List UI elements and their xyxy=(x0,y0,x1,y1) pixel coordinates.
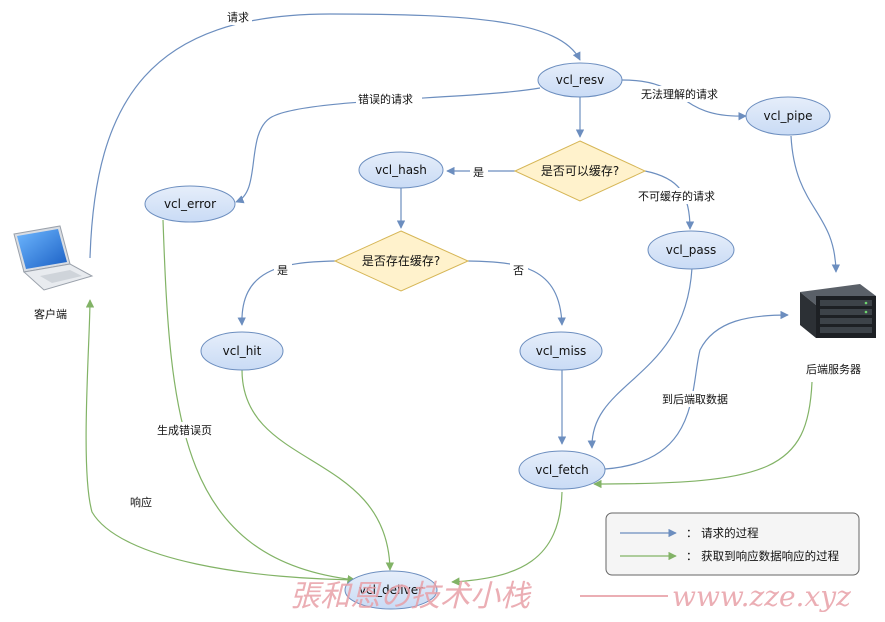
node-vcl-resv[interactable]: vcl_resv xyxy=(537,62,623,98)
edge-deliver-to-client xyxy=(85,299,371,581)
client[interactable]: 客户端 xyxy=(13,225,94,321)
edge-pass-to-fetch xyxy=(587,267,693,449)
edge-labels: 请求 错误的请求 无法理解的请求 是 不可缓存的请求 是 否 生成错误页 响应 … xyxy=(128,9,740,510)
laptop-icon xyxy=(13,225,94,291)
edge-pipe-to-server xyxy=(790,135,841,273)
client-label: 客户端 xyxy=(34,307,67,321)
label-not-cacheable: 不可缓存的请求 xyxy=(638,189,715,203)
node-vcl-hash-label: vcl_hash xyxy=(375,163,427,177)
decision-cacheable[interactable]: 是否可以缓存? xyxy=(513,140,647,202)
node-vcl-pass[interactable]: vcl_pass xyxy=(647,230,735,270)
edge-fetch-to-server xyxy=(604,310,789,470)
edge-incache-to-hit xyxy=(237,260,336,326)
node-vcl-hit-label: vcl_hit xyxy=(223,344,262,358)
legend-request-text: ： 请求的过程 xyxy=(686,526,759,540)
label-request: 请求 xyxy=(227,11,249,24)
server[interactable]: 后端服务器 xyxy=(800,284,876,376)
edge-error-to-deliver xyxy=(162,219,356,584)
edge-fetch-to-deliver xyxy=(451,491,563,586)
server-icon xyxy=(800,284,876,338)
label-cannot-understand: 无法理解的请求 xyxy=(641,87,718,101)
edge-incache-to-miss xyxy=(467,260,566,326)
node-vcl-error[interactable]: vcl_error xyxy=(144,185,236,223)
node-vcl-miss[interactable]: vcl_miss xyxy=(519,331,603,371)
node-vcl-hash[interactable]: vcl_hash xyxy=(358,151,444,189)
watermark: 張和恩の技术小栈 www.zze.xyz xyxy=(290,579,851,614)
edge-server-to-fetch xyxy=(593,381,813,489)
edge-resv-to-error xyxy=(235,87,541,204)
process-nodes: vcl_resv vcl_pipe vcl_hash vcl_error vcl… xyxy=(144,62,831,610)
response-edges xyxy=(85,219,813,586)
watermark-right: www.zze.xyz xyxy=(672,580,851,613)
watermark-left: 張和恩の技术小栈 xyxy=(290,579,532,614)
label-respond: 响应 xyxy=(130,495,152,509)
label-fetch-backend: 到后端取数据 xyxy=(662,392,728,406)
legend-response-text: ： 获取到响应数据响应的过程 xyxy=(686,549,840,563)
decision-nodes: 是否可以缓存? 是否存在缓存? xyxy=(333,140,647,292)
decision-in-cache[interactable]: 是否存在缓存? xyxy=(333,230,470,292)
decision-cacheable-label: 是否可以缓存? xyxy=(541,164,619,178)
node-vcl-deliver[interactable]: vcl_deliver xyxy=(344,570,438,610)
label-yes-cached: 是 xyxy=(277,264,288,277)
label-no-cached: 否 xyxy=(513,264,524,277)
node-vcl-resv-label: vcl_resv xyxy=(556,73,604,87)
node-vcl-error-label: vcl_error xyxy=(164,197,216,211)
node-vcl-pipe-label: vcl_pipe xyxy=(764,109,813,123)
legend: ： 请求的过程 ： 获取到响应数据响应的过程 xyxy=(605,512,860,576)
decision-in-cache-label: 是否存在缓存? xyxy=(362,254,440,268)
server-label: 后端服务器 xyxy=(806,363,861,376)
node-vcl-miss-label: vcl_miss xyxy=(536,344,587,358)
label-bad-request: 错误的请求 xyxy=(358,92,413,106)
label-gen-error-page: 生成错误页 xyxy=(157,423,212,437)
node-vcl-pipe[interactable]: vcl_pipe xyxy=(745,96,831,136)
node-vcl-pass-label: vcl_pass xyxy=(666,243,717,257)
edge-client-to-resv xyxy=(89,13,581,259)
label-yes-cacheable: 是 xyxy=(473,166,484,179)
node-vcl-fetch[interactable]: vcl_fetch xyxy=(518,450,606,490)
node-vcl-fetch-label: vcl_fetch xyxy=(535,463,589,477)
edge-hit-to-deliver xyxy=(241,369,395,571)
node-vcl-hit[interactable]: vcl_hit xyxy=(200,331,284,371)
node-vcl-deliver-label: vcl_deliver xyxy=(359,583,423,597)
